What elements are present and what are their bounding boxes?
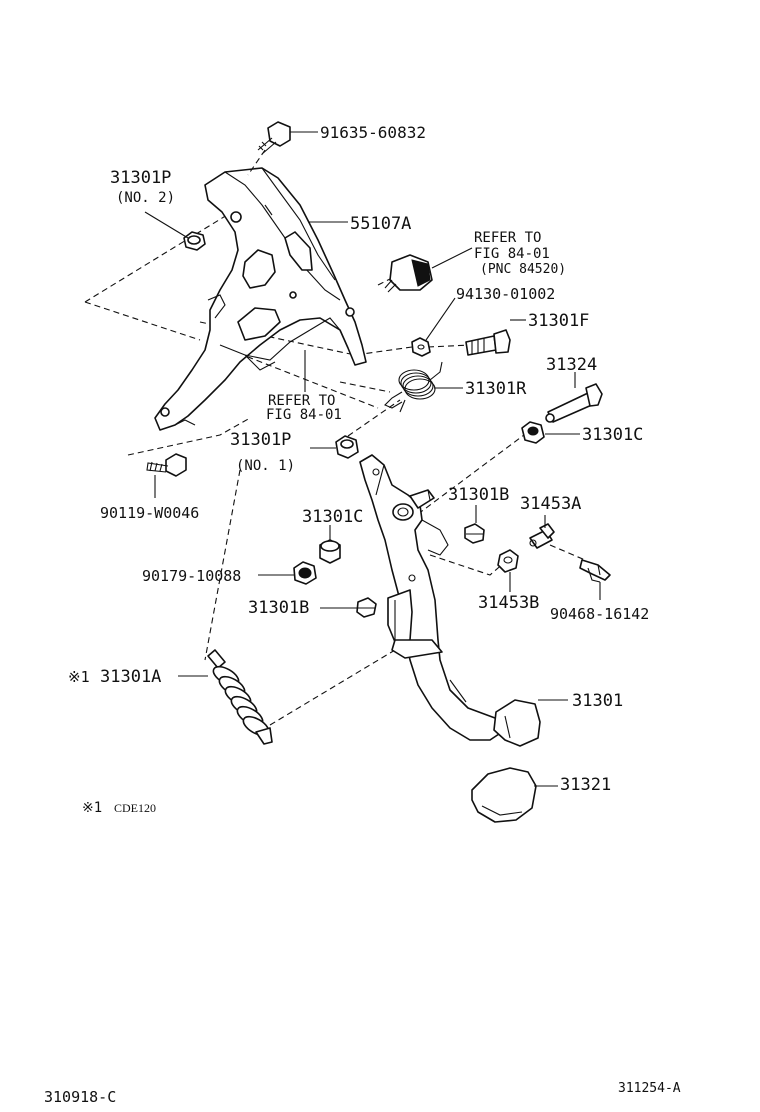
bolt-31453a[interactable] [529, 523, 555, 549]
pedal-arm-31301[interactable] [359, 454, 541, 747]
bushing-31301p-no2[interactable] [183, 231, 206, 251]
screw-91635[interactable] [247, 121, 291, 176]
label-refer-to-1[interactable]: REFER TO [474, 230, 541, 246]
stop-switch[interactable] [384, 254, 433, 293]
label-91635-60832[interactable]: 91635-60832 [320, 123, 426, 142]
label-31453b[interactable]: 31453B [478, 593, 539, 613]
label-31301c-right[interactable]: 31301C [582, 425, 643, 445]
label-spring-mark: ※1 [68, 668, 90, 686]
return-spring-31301a[interactable] [207, 649, 273, 745]
label-refer-to-2[interactable]: REFER TO [268, 393, 335, 409]
label-pnc-84520: (PNC 84520) [480, 262, 566, 277]
label-55107a[interactable]: 55107A [350, 214, 411, 234]
label-no1: (NO. 1) [236, 458, 295, 474]
label-31301[interactable]: 31301 [572, 691, 623, 711]
leader-lines [144, 131, 601, 787]
torsion-spring-31301r[interactable] [384, 361, 443, 413]
label-90468-16142[interactable]: 90468-16142 [550, 605, 649, 623]
label-31324[interactable]: 31324 [546, 355, 597, 375]
clip-31453b[interactable] [497, 549, 519, 573]
bolt-31301f[interactable] [465, 329, 511, 356]
washer-90179[interactable] [293, 561, 317, 585]
label-31301b-top[interactable]: 31301B [448, 485, 509, 505]
label-31301p-no2[interactable]: 31301P [110, 168, 171, 188]
label-90179-10088[interactable]: 90179-10088 [142, 567, 241, 585]
bushing-31301c-left[interactable] [319, 539, 341, 564]
footer-right-code: 311254-A [618, 1081, 681, 1096]
label-90119-w0046[interactable]: 90119-W0046 [100, 504, 199, 522]
label-fig-84-01-1[interactable]: FIG 84-01 [474, 246, 550, 262]
nut-94130[interactable] [411, 337, 431, 357]
label-31301a[interactable]: 31301A [100, 667, 161, 687]
label-fig-84-01-2[interactable]: FIG 84-01 [266, 407, 342, 423]
label-31301r[interactable]: 31301R [465, 379, 527, 399]
clip-90468[interactable] [579, 559, 611, 583]
part-labels: 91635-60832 31301P (NO. 2) 55107A REFER … [44, 123, 681, 1106]
bushing-31301c-right[interactable] [521, 421, 545, 444]
bushing-31301p-no1[interactable] [335, 435, 359, 459]
bushing-31301b-left[interactable] [356, 597, 377, 618]
label-31301c-left[interactable]: 31301C [302, 507, 363, 527]
bushing-31301b-top[interactable] [464, 523, 485, 544]
label-94130-01002[interactable]: 94130-01002 [456, 285, 555, 303]
label-31301f[interactable]: 31301F [528, 311, 589, 331]
footnote-text: CDE120 [114, 801, 156, 815]
label-31321[interactable]: 31321 [560, 775, 611, 795]
pedal-bracket[interactable] [154, 167, 367, 431]
label-31453a[interactable]: 31453A [520, 494, 581, 514]
footer-left-code: 310918-C [44, 1088, 116, 1106]
label-no2: (NO. 2) [116, 190, 175, 206]
bolt-90119[interactable] [146, 453, 187, 477]
pedal-pad-31321[interactable] [471, 767, 537, 823]
footnote-mark: ※1 [82, 800, 102, 816]
label-31301p-no1[interactable]: 31301P [230, 430, 291, 450]
pin-31324[interactable] [545, 383, 603, 423]
label-31301b-left[interactable]: 31301B [248, 598, 309, 618]
